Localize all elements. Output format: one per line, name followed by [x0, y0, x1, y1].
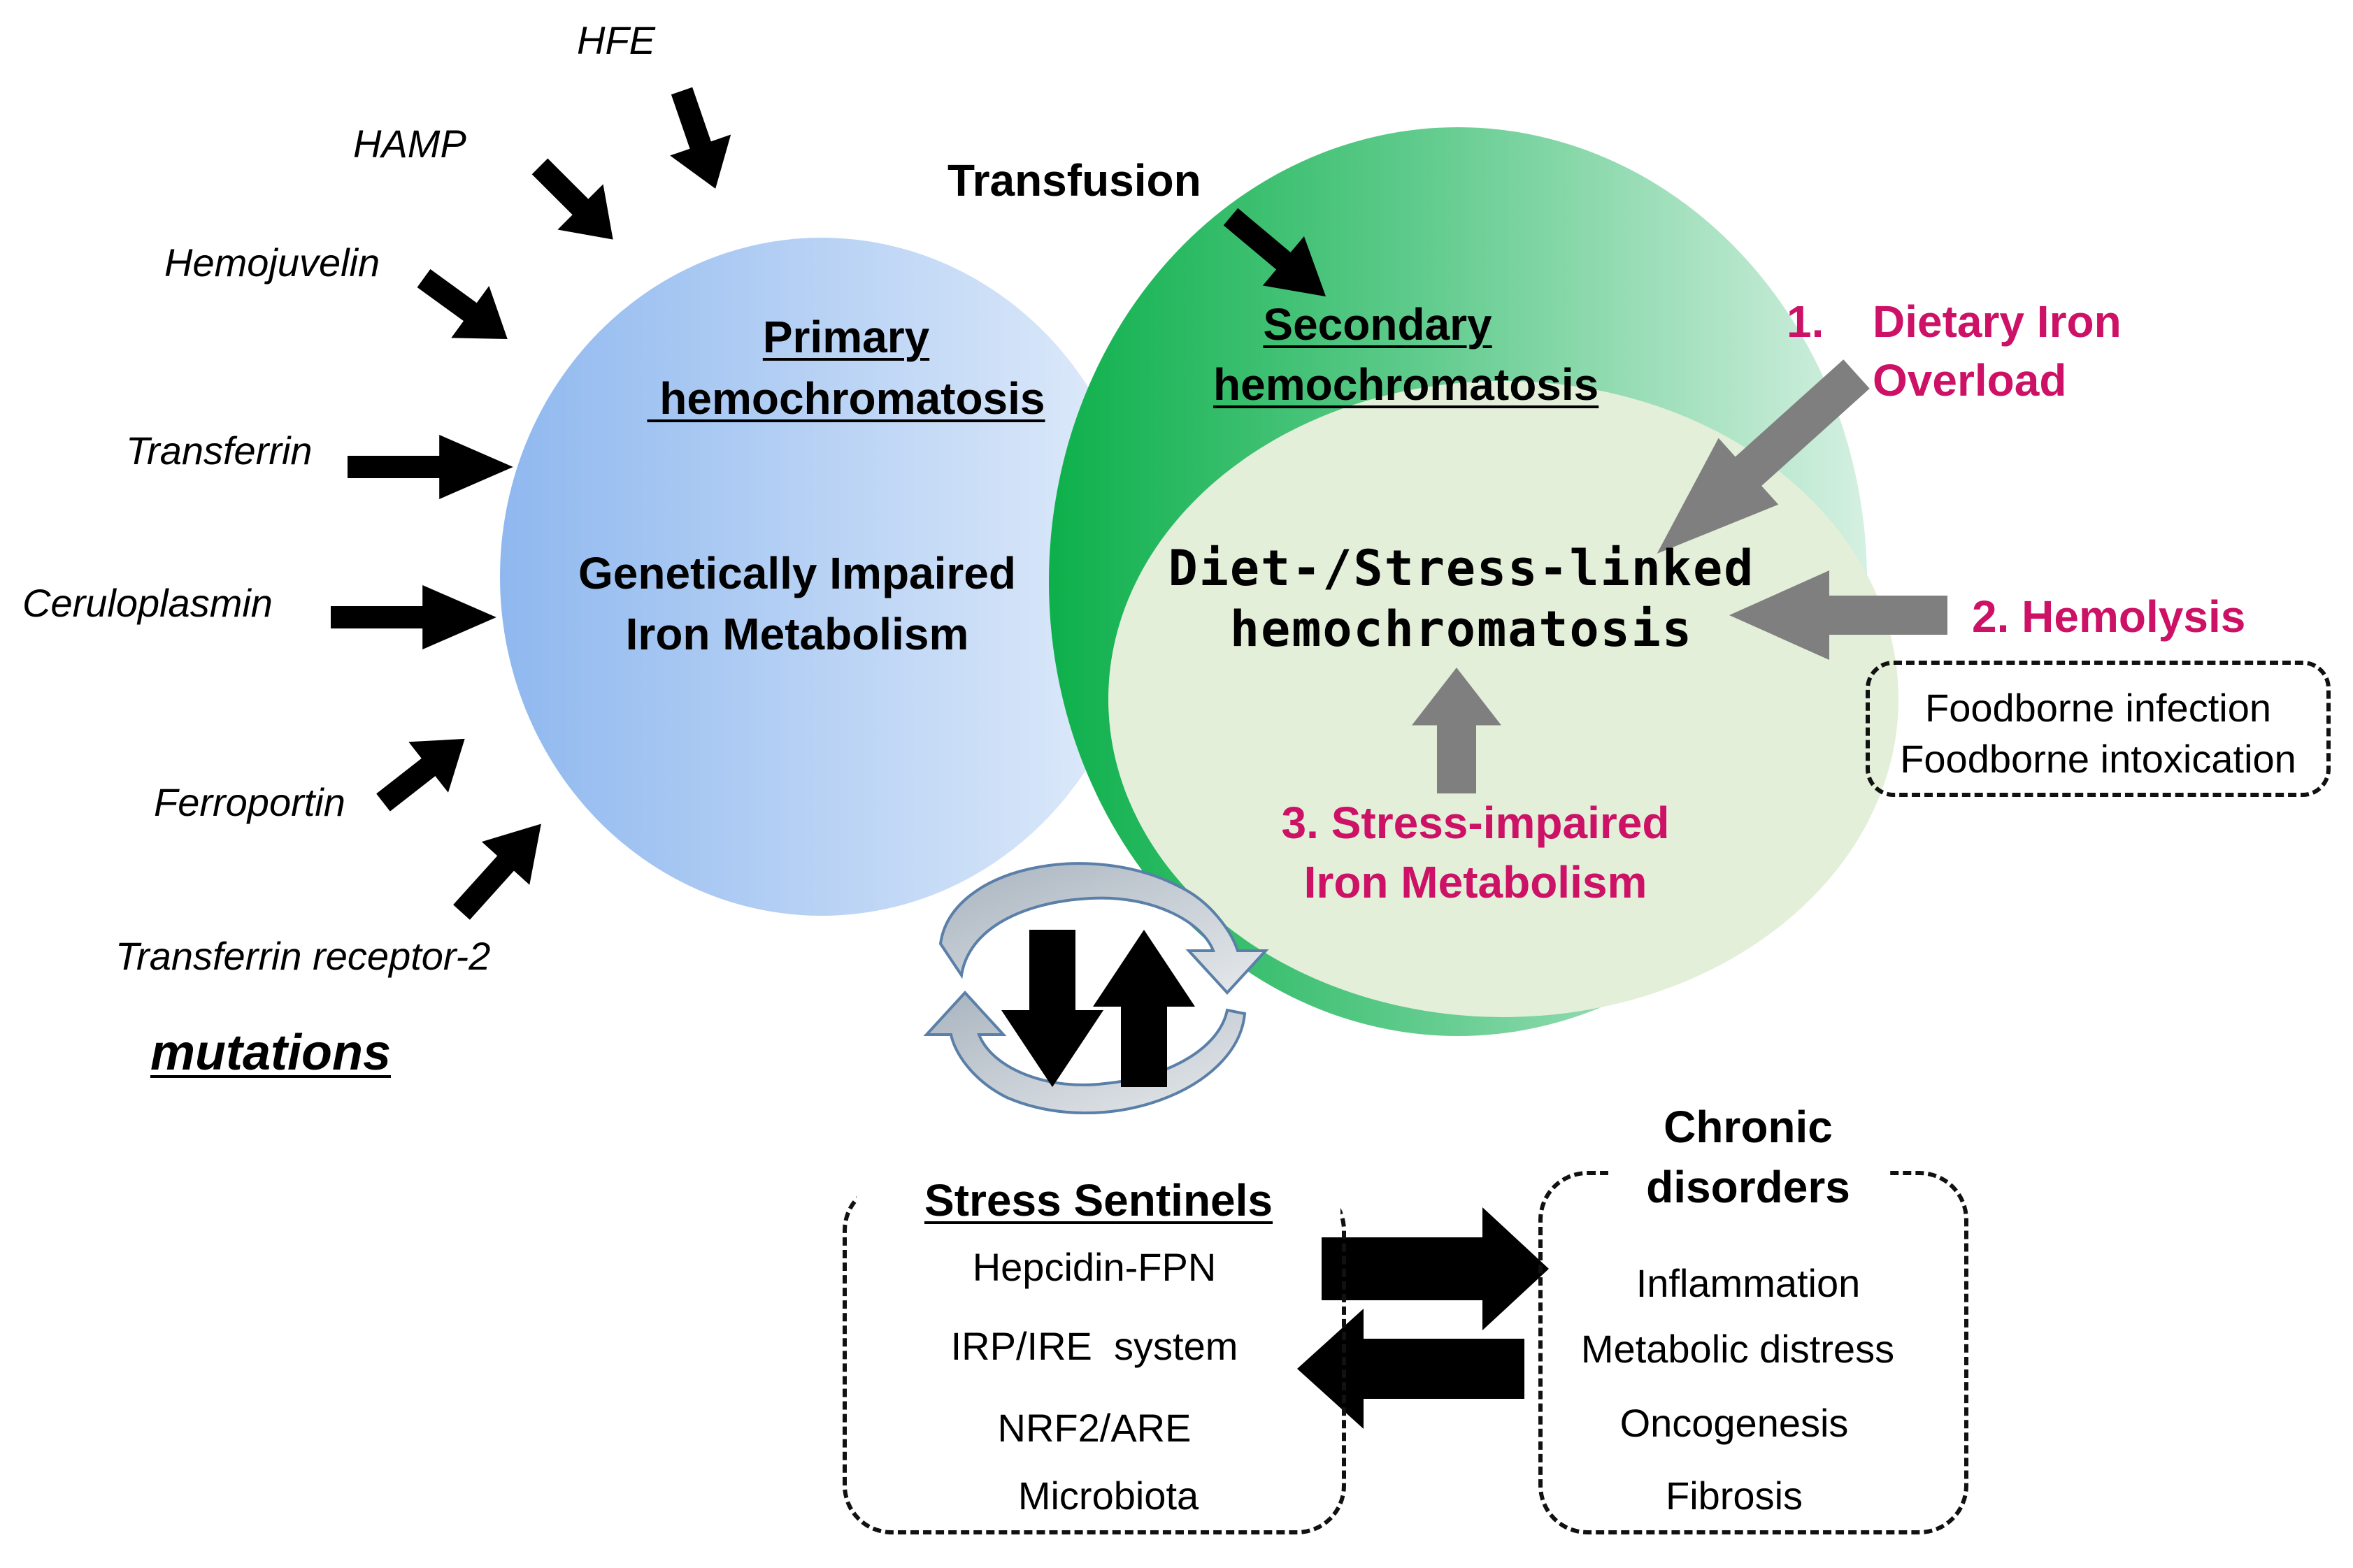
- arrow-left-icon: [1297, 1309, 1524, 1429]
- chronic-item: Inflammation: [1636, 1261, 1861, 1305]
- chronic-title-line2: disorders: [1608, 1165, 1888, 1209]
- cause-hemolysis: 2. Hemolysis: [1972, 591, 2246, 642]
- chronic-item: Fibrosis: [1665, 1474, 1803, 1518]
- stress-sentinels-title: Stress Sentinels: [857, 1178, 1340, 1223]
- primary-title-line2: hemochromatosis: [647, 373, 1045, 424]
- secondary-title-line2: hemochromatosis: [1213, 359, 1599, 410]
- cause-dietary-number: 1.: [1787, 296, 1824, 347]
- gene-label-transferrin-receptor-2: Transferrin receptor-2: [115, 934, 491, 978]
- gene-label-transferrin: Transferrin: [126, 429, 313, 473]
- gene-label-ferroportin: Ferroportin: [154, 780, 345, 824]
- cause-stress-line1: 3. Stress-impaired: [1281, 798, 1670, 848]
- arrow-down-icon: [1657, 359, 1870, 554]
- sentinel-item: Microbiota: [1017, 1474, 1199, 1518]
- gene-label-hemojuvelin: Hemojuvelin: [164, 240, 380, 285]
- arrow-up-icon: [1093, 930, 1195, 1087]
- hemolysis-box: [1866, 661, 2331, 797]
- arrow-right-icon: [531, 158, 613, 240]
- diet-stress-line2: hemochromatosis: [1229, 600, 1694, 658]
- sentinel-item: NRF2/ARE: [997, 1406, 1192, 1450]
- gene-label-hamp: HAMP: [353, 122, 466, 166]
- arrow-right-icon: [1223, 208, 1326, 297]
- sentinel-item: IRP/IRE system: [950, 1324, 1238, 1368]
- hemolysis-box-line2: Foodborne intoxication: [1900, 737, 2296, 781]
- arrow-right-icon: [453, 823, 541, 920]
- arrow-up-icon: [1412, 668, 1501, 793]
- primary-title-line1: Primary: [762, 312, 930, 362]
- arrow-right-icon: [331, 585, 496, 649]
- primary-circle: [500, 238, 1143, 916]
- cause-stress-line2: Iron Metabolism: [1303, 857, 1647, 907]
- diet-stress-line1: Diet-/Stress-linked: [1168, 540, 1755, 597]
- transfusion-label: Transfusion: [947, 155, 1201, 206]
- arrow-right-icon: [376, 738, 465, 812]
- primary-body-line1: Genetically Impaired: [578, 548, 1017, 598]
- secondary-title-line1: Secondary: [1263, 299, 1492, 350]
- arrow-down-icon: [1001, 930, 1103, 1087]
- diet-stress-circle: [1108, 381, 1898, 1017]
- primary-body-line2: Iron Metabolism: [625, 609, 969, 659]
- hemolysis-box-line1: Foodborne infection: [1924, 686, 2271, 730]
- cause-dietary-line1: Dietary Iron: [1873, 296, 2122, 347]
- gene-label-hfe: HFE: [577, 18, 655, 62]
- arrow-right-icon: [670, 87, 731, 189]
- arrow-right-icon: [1322, 1207, 1549, 1330]
- arrow-right-icon: [417, 269, 508, 339]
- chronic-item: Metabolic distress: [1580, 1327, 1895, 1371]
- chronic-title-line1: Chronic: [1664, 1102, 1833, 1152]
- sentinel-item: Hepcidin-FPN: [972, 1245, 1217, 1289]
- mutations-label: mutations: [150, 1025, 392, 1081]
- chronic-item: Oncogenesis: [1619, 1401, 1849, 1445]
- gene-label-ceruloplasmin: Ceruloplasmin: [22, 581, 273, 625]
- arrow-right-icon: [1729, 570, 1947, 660]
- cause-dietary-line2: Overload: [1873, 355, 2067, 405]
- arrow-right-icon: [348, 435, 513, 499]
